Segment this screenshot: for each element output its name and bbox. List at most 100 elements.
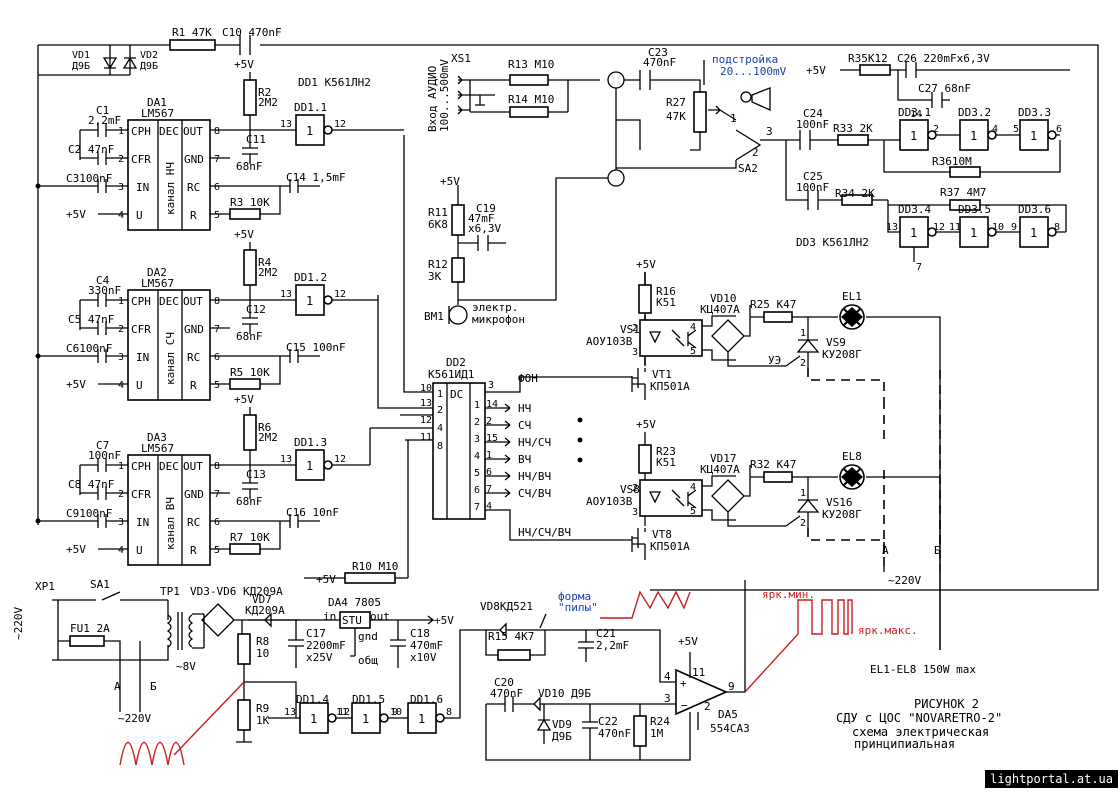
bridge-type: КЦ407А xyxy=(700,463,740,476)
c18-value: 470mF xyxy=(410,639,443,652)
r-value: 2М2 xyxy=(258,266,278,279)
pin-dec: DEC xyxy=(159,460,179,473)
rr-label: R3 10K xyxy=(230,196,270,209)
pin-r: R xyxy=(190,379,197,392)
lamp-label: EL8 xyxy=(842,450,862,463)
out-b-label: Б xyxy=(934,544,941,557)
r8-value: 10 xyxy=(256,647,269,660)
dd2-dc-label: DC xyxy=(450,388,463,401)
pin-num: 1 xyxy=(118,296,124,307)
dd1-5-pin-out: 10 xyxy=(390,707,402,718)
pin-r: R xyxy=(190,544,197,557)
dd3-2-symbol: 1 xyxy=(970,129,977,143)
dd2-pin13: 13 xyxy=(420,398,432,409)
fet-label: VT8 xyxy=(652,528,672,541)
dd3-4-label: DD3.4 xyxy=(898,203,931,216)
pin-num: 6 xyxy=(214,352,220,363)
dd3-pin: 10 xyxy=(992,222,1004,233)
vd9-label: VD9 xyxy=(552,718,572,731)
dd2-out-7: НЧ/СЧ/ВЧ xyxy=(518,526,571,539)
fet-type: КП501А xyxy=(650,380,690,393)
vd7-type: КД209А xyxy=(245,604,285,617)
figure-label: РИСУНОК 2 xyxy=(914,697,979,711)
gate-3-symbol: 1 xyxy=(306,459,313,473)
top-feedback: R1 47K C10 470nF VD1 Д9Б VD2 Д9Б DD1 К56… xyxy=(37,26,1099,591)
c23-value: 470nF xyxy=(643,56,676,69)
r9-label: R9 xyxy=(256,702,269,715)
opto-pin: 3 xyxy=(632,507,638,518)
c21-label: C21 xyxy=(596,627,616,640)
pin-gnd: GND xyxy=(184,488,204,501)
title-line2: схема электрическая xyxy=(852,725,989,739)
channel-name-3: канал ВЧ xyxy=(164,497,177,550)
da5-pin4: 4 xyxy=(664,670,671,683)
power-supply: XP1 ~220V SA1 FU1 2A TP1 VD3-VD6 КД209А … xyxy=(12,560,454,766)
r37-label: R37 4M7 xyxy=(940,186,986,199)
opto-pin: 5 xyxy=(690,346,696,357)
da5-plus: + xyxy=(680,677,687,690)
audio-input-level: 100...500mV xyxy=(438,59,451,132)
power-note: EL1-EL8 150W max xyxy=(870,663,976,676)
r-value: 2М2 xyxy=(258,431,278,444)
sa2-pin3: 3 xyxy=(766,125,773,138)
pin-num: 7 xyxy=(214,489,220,500)
vd2-label: VD2 xyxy=(140,50,158,61)
pin-u: U xyxy=(136,544,143,557)
opto-label: VS1 xyxy=(620,323,640,336)
dd1-5-pin-in: 11 xyxy=(336,707,348,718)
saw-generator: VD8КД521 форма "пилы" R15 4K7 C21 2,2mF … xyxy=(268,580,918,761)
dd2-out-2: СЧ xyxy=(518,419,531,432)
pin-num: 3 xyxy=(118,517,124,528)
da5-pin9: 9 xyxy=(728,680,735,693)
psu-mains-bottom: ~220V xyxy=(118,712,151,725)
opto-r-value: K51 xyxy=(656,456,676,469)
psu-mains: ~220V xyxy=(12,607,25,640)
rr-label: R5 10K xyxy=(230,366,270,379)
pin-num: 4 xyxy=(118,380,124,391)
dd3-pin: 9 xyxy=(1011,222,1017,233)
dd1-title: DD1 К561ЛН2 xyxy=(298,76,371,89)
pin-num: 2 xyxy=(118,324,124,335)
ac-label: ~8V xyxy=(176,660,196,673)
dd3-title: DD3 К561ЛН2 xyxy=(796,236,869,249)
obsh-label: общ xyxy=(358,654,378,667)
r11-value: 6K8 xyxy=(428,218,448,231)
c17-value2: х25V xyxy=(306,651,333,664)
co-label: C14 1,5mF xyxy=(286,171,346,184)
gate-2-pin-out: 12 xyxy=(334,289,346,300)
dd3-pin: 12 xyxy=(933,222,945,233)
cap3-label: C3100nF xyxy=(66,172,112,185)
c20-value: 470nF xyxy=(490,687,523,700)
dd2-out-pin: 1 xyxy=(486,450,492,461)
cap3-label: C6100nF xyxy=(66,342,112,355)
thyr-pin: 2 xyxy=(800,358,806,369)
c24-label: C24 xyxy=(803,107,823,120)
gate-2-pin-in: 13 xyxy=(280,289,292,300)
dd2-out-index: 7 xyxy=(474,502,480,513)
dd3-5-label: DD3.5 xyxy=(958,203,991,216)
r12-label: R12 xyxy=(428,258,448,271)
cap2-label: C5 47nF xyxy=(68,313,114,326)
forma-label1: форма xyxy=(558,590,591,603)
r33-label: R33 2K xyxy=(833,122,873,135)
r13-label: R13 M10 xyxy=(508,58,554,71)
r36-label: R3610M xyxy=(932,155,972,168)
cap2-label: C8 47nF xyxy=(68,478,114,491)
da4-in: in xyxy=(323,610,336,623)
mic-label2: микрофон xyxy=(472,313,525,326)
r27-label: R27 xyxy=(666,96,686,109)
pin-u: U xyxy=(136,379,143,392)
dd1-4-pin-out: 12 xyxy=(338,707,350,718)
xp1-label: XP1 xyxy=(35,580,55,593)
dd2-out-5: НЧ/ВЧ xyxy=(518,470,551,483)
pin-out: OUT xyxy=(183,460,203,473)
